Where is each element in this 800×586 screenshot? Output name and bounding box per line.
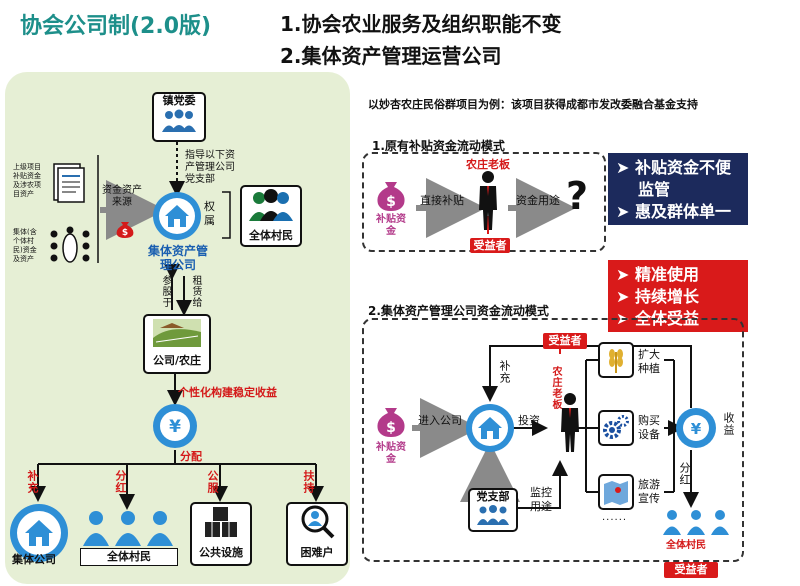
collective-company-icon <box>10 504 68 562</box>
distribute-label: 分配 <box>180 450 202 463</box>
fund-source-label: 资金资产 来源 <box>102 185 142 208</box>
mode2-connectors <box>412 340 699 509</box>
branch-tag-support: 扶持 <box>302 470 315 494</box>
mode1-beneficiary-tag: 受益者 <box>470 238 510 253</box>
svg-text:$: $ <box>386 420 396 436</box>
mode2-dashed-frame <box>362 318 744 562</box>
svg-text:$: $ <box>386 194 396 210</box>
source-upper-label: 上级项目 补贴资金 及涉农项 目资产 <box>13 163 41 198</box>
mode2-income-label: 收益 <box>722 412 735 436</box>
arrow-bullet-icon: ➤ <box>616 265 635 284</box>
people-group-icon <box>162 109 196 132</box>
benefit-item: ➤ 持续增长 <box>616 287 699 306</box>
meeting-table-icon <box>50 226 90 263</box>
tourism-map-icon <box>598 474 634 510</box>
document-icon <box>53 163 85 203</box>
coop-node: 公司/农庄 <box>143 314 211 374</box>
benefits-box: ➤ 精准使用 ➤ 持续增长 ➤ 全体受益 <box>608 260 748 332</box>
branch-tag-public-service: 公服 <box>206 470 219 494</box>
arrow-bullet-icon: ➤ <box>616 287 635 306</box>
mode2-subsidy-label: 补贴资金 <box>376 442 406 465</box>
example-note: 以妙杏农庄民俗群项目为例：该项目获得成都市发改委融合基金支持 <box>368 98 698 111</box>
headline-point-2: 2.集体资产管理运营公司 <box>280 44 502 68</box>
lease-label: 租赁给 <box>190 275 201 308</box>
branch-tag-dividend: 分红 <box>114 470 127 494</box>
problems-box: ➤ 补贴资金不便 监管 ➤ 惠及群体单一 <box>608 153 748 225</box>
subsidy-money-bag-icon: $ <box>377 182 405 211</box>
mode2-supplement-label: 补充 <box>498 360 511 384</box>
problem-item: ➤ 惠及群体单一 <box>616 202 731 221</box>
building-blocks-icon <box>205 507 237 537</box>
mode2-dividend-label: 分红 <box>678 462 691 486</box>
mode1-owner-label: 农庄老板 <box>466 158 510 171</box>
magnifier-person-icon <box>301 505 335 539</box>
headline-point-1: 1.协会农业服务及组织职能不变 <box>280 12 562 36</box>
mode1-subsidy-label: 补贴资金 <box>376 214 406 237</box>
mode2-villagers-icon <box>663 510 729 535</box>
income-yuan-coin-icon: ¥ <box>676 408 716 448</box>
wheat-icon <box>598 342 634 378</box>
invest-label: 参股于 <box>160 275 171 308</box>
mode2-title: 2.集体资产管理公司资金流动模式 <box>368 304 549 318</box>
mode2-beneficiary-top-tag: 受益者 <box>543 333 587 349</box>
guide-note: 指导以下资 产管理公司 党支部 <box>185 150 235 185</box>
farm-field-icon <box>153 319 201 347</box>
mode1-usage-label: 资金用途 <box>516 194 560 207</box>
stable-income-label: 个性化构建稳定收益 <box>178 386 277 399</box>
mode1-question-mark: ? <box>566 174 589 218</box>
left-diagram-connectors <box>30 142 324 510</box>
benefit-item: ➤ 精准使用 <box>616 265 699 284</box>
svg-text:¥: ¥ <box>169 417 181 437</box>
mode2-supervise-label: 监控用途 <box>530 486 552 513</box>
asset-company-label: 集体资产管理公司 <box>148 244 209 272</box>
arrow-bullet-icon: ➤ <box>616 158 635 177</box>
mode2-company-house-icon <box>466 404 514 452</box>
public-facilities-node: 公共设施 <box>190 502 252 566</box>
mode1-direct-label: 直接补贴 <box>420 194 464 207</box>
ownership-label: 权 属 <box>204 200 215 227</box>
mode2-more-dots: ...... <box>602 512 628 523</box>
svg-text:$: $ <box>122 228 128 238</box>
villagers-row-icon <box>83 511 173 546</box>
villagers-group-icon <box>249 189 293 221</box>
mode2-villagers-label: 全体村民 <box>666 540 706 551</box>
use-label-tourism-promotion: 旅游宣传 <box>638 478 660 505</box>
company-house-icon <box>153 192 201 240</box>
money-bag-icon: $ <box>116 222 134 238</box>
gears-icon <box>598 410 634 446</box>
branch-label-all-villagers: 全体村民 <box>80 548 178 566</box>
yuan-coin-icon: ¥ <box>153 404 197 448</box>
mode2-party-node: 党支部 <box>468 488 518 532</box>
party-members-icon <box>477 505 509 525</box>
town-party-label: 镇党委 <box>162 94 196 107</box>
source-lower-label: 集体(含 个体村 民)资金 及资产 <box>13 228 37 263</box>
branch-label-collective-company: 集体公司 <box>12 553 56 566</box>
all-villagers-node: 全体村民 <box>240 185 302 247</box>
mode2-businessman-icon <box>561 393 579 452</box>
businessman-icon <box>479 171 497 230</box>
problem-item: 监管 <box>638 180 671 199</box>
mode2-invest-label: 投资 <box>518 414 540 427</box>
branch-tag-supplement: 补充 <box>26 470 39 494</box>
town-party-committee-node: 镇党委 <box>152 92 206 142</box>
arrow-bullet-icon: ➤ <box>616 202 635 221</box>
mode1-connectors <box>416 178 576 238</box>
mode1-title: 1.原有补贴资金流动模式 <box>372 139 505 153</box>
use-label-expand-planting: 扩大种植 <box>638 348 660 375</box>
use-label-buy-equipment: 购买设备 <box>638 414 660 441</box>
problem-item: ➤ 补贴资金不便 <box>616 158 731 177</box>
page-title: 协会公司制(2.0版) <box>20 14 212 39</box>
mode2-enter-label: 进入公司 <box>418 414 462 427</box>
mode2-beneficiary-bottom-tag: 受益者 <box>664 562 718 578</box>
mode2-owner-label: 农庄老板 <box>550 366 561 410</box>
mode2-subsidy-bag-icon: $ <box>377 408 405 437</box>
svg-text:¥: ¥ <box>691 420 702 438</box>
needy-households-node: 困难户 <box>286 502 348 566</box>
